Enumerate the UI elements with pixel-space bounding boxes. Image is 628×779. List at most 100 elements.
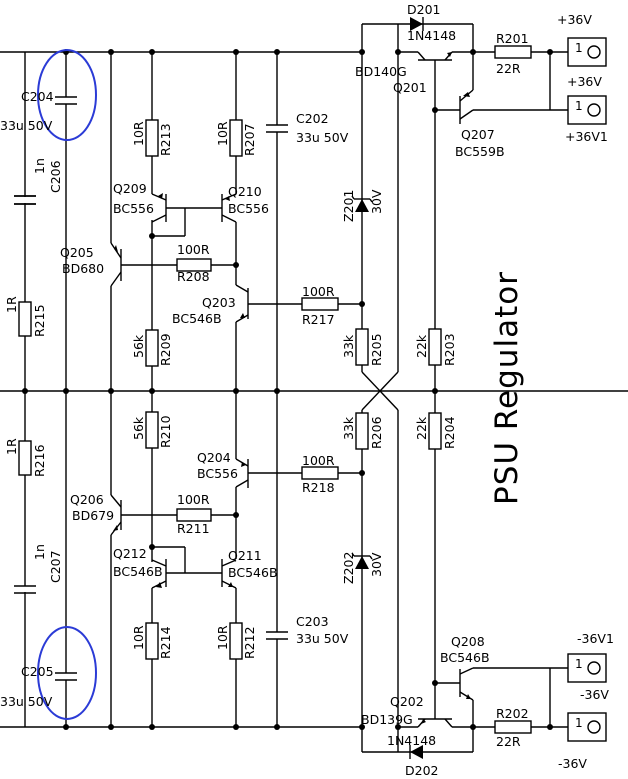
- label-q208: Q208: [451, 634, 485, 649]
- label-r209: R209: [158, 333, 173, 366]
- label-z202: Z202: [341, 552, 356, 584]
- label-c203-value: 33u 50V: [296, 631, 349, 646]
- label-q205-type: BD680: [62, 261, 104, 276]
- label-r212-value: 10R: [215, 625, 230, 650]
- label-q205: Q205: [60, 245, 94, 260]
- highlight-c205: [37, 626, 97, 720]
- label-q209: Q209: [113, 181, 147, 196]
- label-r215: R215: [32, 304, 47, 337]
- label-r206-value: 33k: [341, 416, 356, 440]
- connectors: [567, 37, 607, 742]
- label-c204-value: 33u 50V: [0, 118, 53, 133]
- label-q203-type: BC546B: [172, 311, 222, 326]
- label-q210-type: BC556: [228, 201, 269, 216]
- col-236: [221, 49, 362, 730]
- label-d201: D201: [407, 2, 440, 17]
- label-r210: R210: [158, 415, 173, 448]
- pin-minus36v: 1: [575, 716, 583, 730]
- label-plus36v-2: +36V: [567, 74, 602, 89]
- label-q208-type: BC546B: [440, 650, 490, 665]
- label-r207-value: 10R: [215, 121, 230, 146]
- label-r215-value: 1R: [4, 296, 19, 313]
- r217-r218: [301, 297, 339, 480]
- left-branch: [14, 49, 77, 730]
- label-r208-value: 100R: [177, 242, 210, 257]
- label-minus36v1: -36V1: [577, 631, 614, 646]
- label-d201-type: 1N4148: [407, 28, 456, 43]
- label-minus36v: -36V: [580, 687, 609, 702]
- col-152: [145, 49, 222, 730]
- label-d202-type: 1N4148: [387, 733, 436, 748]
- label-plus36v: +36V: [557, 12, 592, 27]
- label-q210: Q210: [228, 184, 262, 199]
- label-r202: R202: [496, 706, 529, 721]
- pin-minus36v1: 1: [575, 657, 583, 671]
- label-c202-value: 33u 50V: [296, 130, 349, 145]
- label-c204: C204: [21, 89, 54, 104]
- pin-plus36v: 1: [575, 41, 583, 55]
- label-r214-value: 10R: [131, 625, 146, 650]
- label-r217: R217: [302, 312, 335, 327]
- label-r216-value: 1R: [4, 438, 19, 455]
- label-r201: R201: [496, 31, 529, 46]
- label-r218-value: 100R: [302, 453, 335, 468]
- label-q207: Q207: [461, 127, 495, 142]
- label-r204: R204: [442, 416, 457, 449]
- label-c207-value: 1n: [32, 544, 47, 560]
- label-r213-value: 10R: [131, 121, 146, 146]
- label-q206: Q206: [70, 492, 104, 507]
- labels: C204 33u 50V C205 33u 50V 1n C206 1n C20…: [0, 2, 614, 778]
- label-r203: R203: [442, 333, 457, 366]
- label-r205-value: 33k: [341, 334, 356, 358]
- q205-q206-column: [108, 49, 236, 730]
- label-q211-type: BC546B: [228, 565, 278, 580]
- label-r204-value: 22k: [414, 416, 429, 440]
- label-q202-type: BD139G: [361, 712, 413, 727]
- label-q201: Q201: [393, 80, 427, 95]
- label-r210-value: 56k: [131, 416, 146, 440]
- label-r208: R208: [177, 269, 210, 284]
- label-r203-value: 22k: [414, 334, 429, 358]
- label-r213: R213: [158, 123, 173, 156]
- label-z201-value: 30V: [369, 189, 384, 214]
- label-q212: Q212: [113, 546, 147, 561]
- label-c205-value: 33u 50V: [0, 694, 53, 709]
- label-r201-value: 22R: [496, 61, 521, 76]
- label-q203: Q203: [202, 295, 236, 310]
- label-q202: Q202: [390, 694, 424, 709]
- col-277: [266, 49, 288, 730]
- label-r214: R214: [158, 626, 173, 659]
- label-r205: R205: [369, 333, 384, 366]
- label-q201-type: BD140G: [355, 64, 407, 79]
- label-q204: Q204: [197, 450, 231, 465]
- label-c205: C205: [21, 664, 54, 679]
- label-c202: C202: [296, 111, 329, 126]
- label-q212-type: BC546B: [113, 564, 163, 579]
- label-c203: C203: [296, 614, 329, 629]
- label-c206-value: 1n: [32, 158, 47, 174]
- col-398-435: [362, 17, 568, 759]
- label-r212: R212: [242, 626, 257, 659]
- label-minus36v-2: -36V: [558, 756, 587, 771]
- label-r209-value: 56k: [131, 334, 146, 358]
- label-q207-type: BC559B: [455, 144, 505, 159]
- pin-plus36v1: 1: [575, 99, 583, 113]
- label-c207: C207: [48, 550, 63, 583]
- label-plus36v1: +36V1: [565, 129, 608, 144]
- label-q206-type: BD679: [72, 508, 114, 523]
- highlight-marks: [37, 49, 97, 720]
- label-r202-value: 22R: [496, 734, 521, 749]
- highlight-c204: [37, 49, 97, 141]
- label-z202-value: 30V: [369, 552, 384, 577]
- label-q211: Q211: [228, 548, 262, 563]
- label-c206: C206: [48, 160, 63, 193]
- connector-plus36v: [567, 37, 607, 67]
- label-r206: R206: [369, 416, 384, 449]
- base-resistors: [176, 258, 212, 522]
- label-r211: R211: [177, 521, 210, 536]
- label-d202: D202: [405, 763, 438, 778]
- diagram-title: PSU Regulator: [489, 271, 525, 505]
- label-r207: R207: [242, 123, 257, 156]
